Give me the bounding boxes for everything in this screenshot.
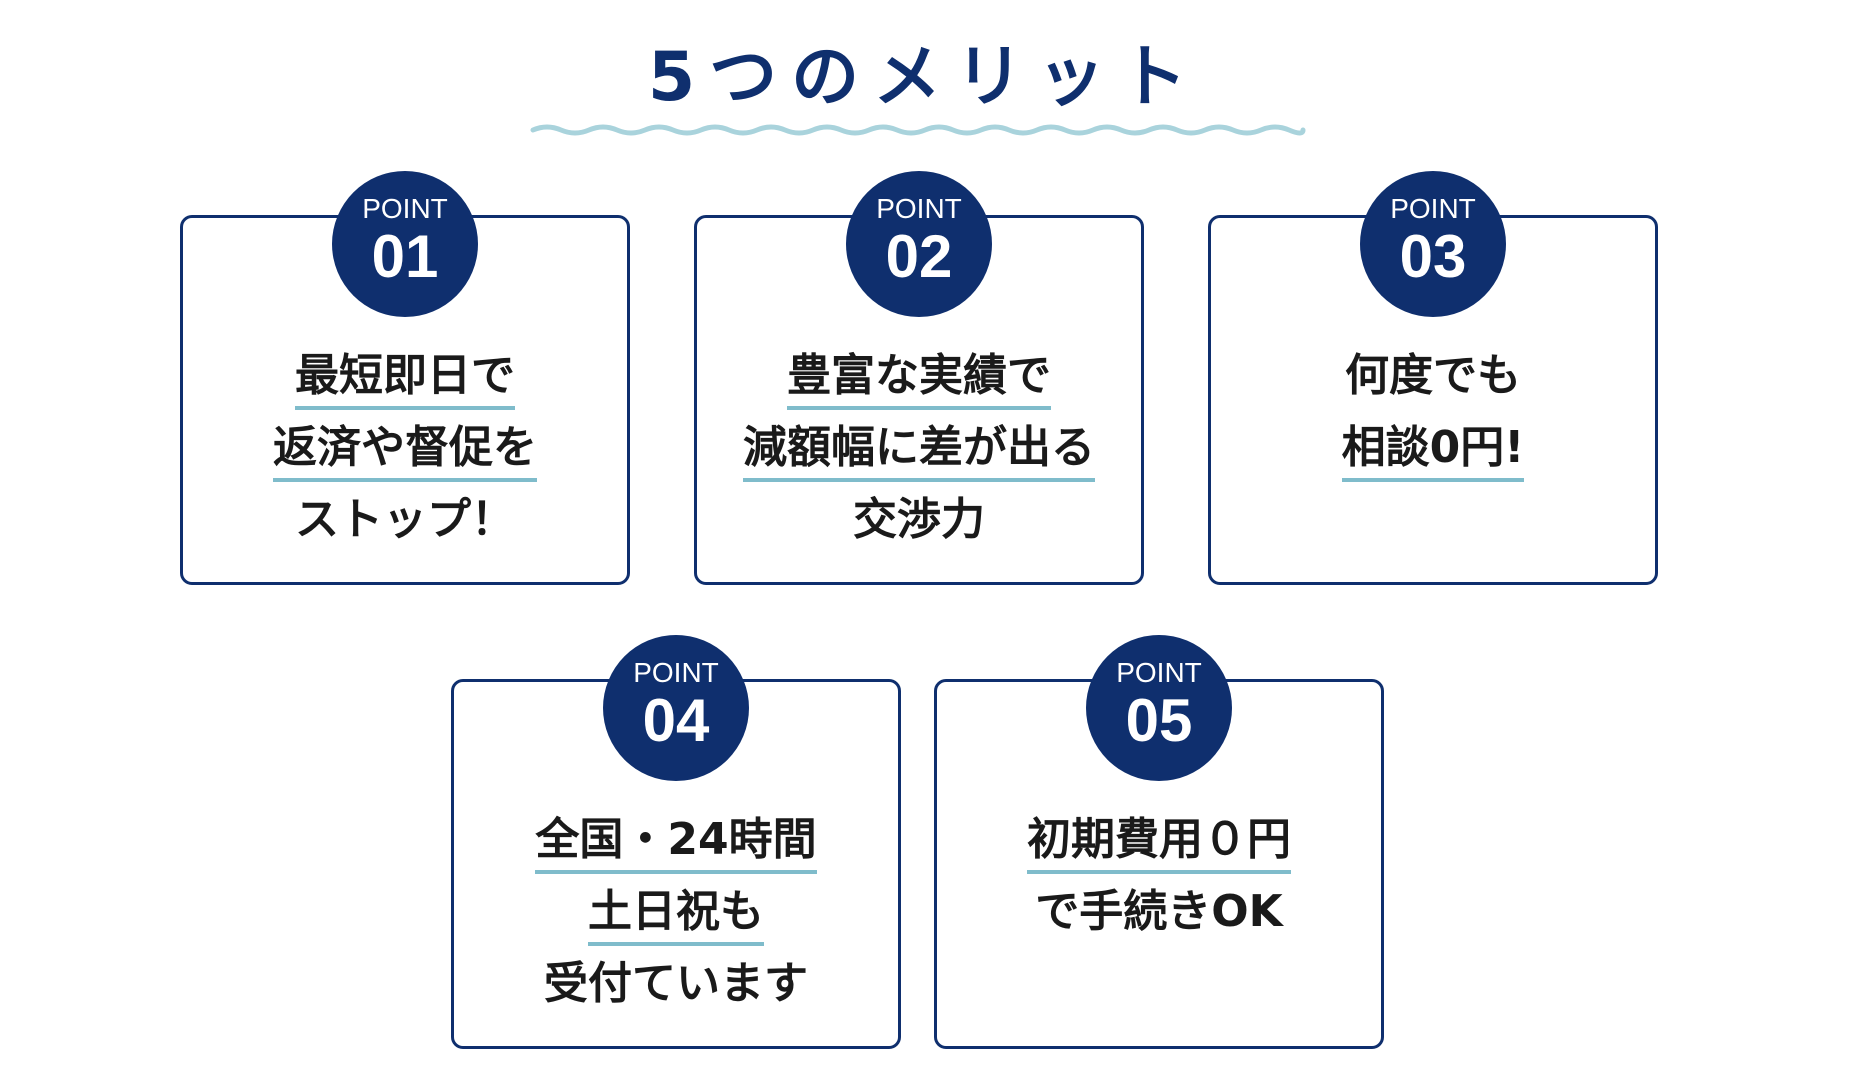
point-line: 土日祝も (588, 882, 764, 946)
point-line: 減額幅に差が出る (743, 418, 1095, 482)
section-title: 5つのメリット (647, 38, 1202, 117)
point-line: 相談0円! (1341, 418, 1525, 482)
point-card-01: POINT 01 最短即日で 返済や督促を ストップ！ (180, 171, 630, 585)
point-card-04: POINT 04 全国・24時間 土日祝も 受付ています (451, 635, 901, 1049)
point-line: 交渉力 (853, 494, 985, 545)
point-badge: POINT 05 (1086, 635, 1232, 781)
point-number: 04 (642, 687, 710, 754)
point-text: 最短即日で 返済や督促を ストップ！ (183, 343, 627, 559)
point-number: 03 (1399, 223, 1467, 290)
point-line: ストップ！ (295, 494, 515, 545)
point-badge: POINT 04 (603, 635, 749, 781)
point-text: 豊富な実績で 減額幅に差が出る 交渉力 (697, 343, 1141, 559)
point-number: 05 (1125, 687, 1193, 754)
point-text: 初期費用０円 で手続きOK (937, 807, 1381, 951)
point-line: 全国・24時間 (535, 810, 817, 874)
point-line: 最短即日で (295, 346, 515, 410)
point-text: 何度でも 相談0円! (1211, 343, 1655, 487)
point-line: 返済や督促を (273, 418, 537, 482)
point-line: 豊富な実績で (787, 346, 1051, 410)
point-number: 01 (371, 223, 439, 290)
point-line: 初期費用０円 (1027, 810, 1291, 874)
point-text: 全国・24時間 土日祝も 受付ています (454, 807, 898, 1023)
point-line: で手続きOK (1035, 886, 1283, 937)
point-card-03: POINT 03 何度でも 相談0円! (1208, 171, 1658, 585)
point-badge: POINT 02 (846, 171, 992, 317)
point-line: 何度でも (1345, 350, 1521, 401)
point-label: POINT (1116, 657, 1202, 688)
point-label: POINT (876, 193, 962, 224)
point-label: POINT (1390, 193, 1476, 224)
point-card-05: POINT 05 初期費用０円 で手続きOK (934, 635, 1384, 1049)
wave-divider (530, 124, 1306, 136)
point-label: POINT (362, 193, 448, 224)
point-badge: POINT 01 (332, 171, 478, 317)
point-label: POINT (633, 657, 719, 688)
point-line: 受付ています (544, 958, 808, 1009)
point-card-02: POINT 02 豊富な実績で 減額幅に差が出る 交渉力 (694, 171, 1144, 585)
point-number: 02 (885, 223, 953, 290)
point-badge: POINT 03 (1360, 171, 1506, 317)
